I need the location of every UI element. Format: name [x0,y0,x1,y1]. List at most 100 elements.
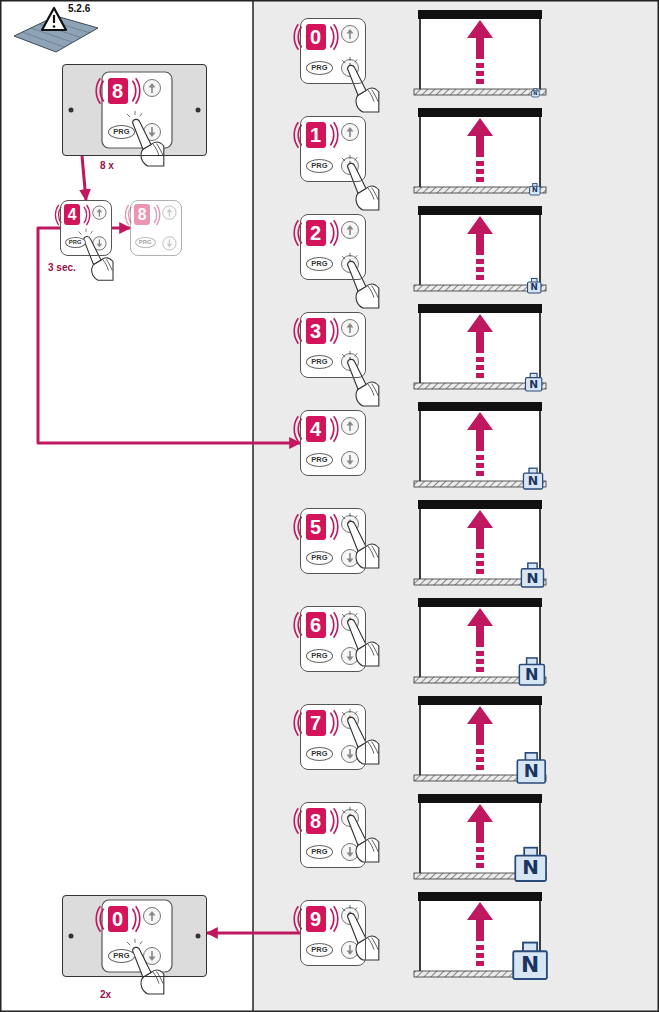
button-label: PRG [108,125,135,139]
display-digit: 3 [306,318,326,344]
door-icon [414,696,546,783]
button-label: PRG [306,649,333,663]
door-icon [414,794,546,881]
flow-arrow [82,156,86,200]
pressing-hand [342,513,379,568]
warning-manual-icon [14,8,98,52]
door-icon [414,892,547,979]
right-panel [253,0,659,1012]
keypad: 3PRG [300,312,366,378]
button-label: PRG [306,943,333,957]
force-unit: N [532,91,540,97]
keypad [293,802,366,868]
keypad [293,900,366,966]
keypad: 2PRG [300,214,366,280]
press-count: 8 x [100,160,114,171]
button-label: PRG [306,159,333,173]
keypad [125,200,182,256]
button-label: PRG [306,551,333,565]
press-count: 2x [100,989,111,1000]
weight-symbol [525,373,541,391]
control-unit [62,895,207,977]
force-unit: N [515,856,546,881]
display-digit: 5 [306,514,326,540]
pressing-hand [342,611,379,666]
control-unit: 0PRG [62,895,207,977]
force-unit: N [521,569,543,587]
keypad: 6PRG [300,606,366,672]
display-digit: 0 [108,906,128,932]
pressing-hand [127,111,164,166]
force-unit: N [517,760,545,783]
door-icon [414,206,546,293]
section-reference: 5.2.6 [68,3,90,14]
button-label: PRG [306,845,333,859]
weight-symbol [519,658,544,685]
display-digit: 8 [134,204,150,224]
force-unit: N [519,664,544,685]
button-label: PRG [306,257,333,271]
door-icon [414,402,546,489]
pressing-hand [127,939,164,994]
hold-time: 3 sec. [48,262,76,273]
keypad [293,508,366,574]
keypad [293,410,366,476]
pressing-hand [79,229,114,281]
force-unit: N [525,378,541,391]
button-label: PRG [135,237,156,248]
keypad: 9PRG [300,900,366,966]
flow-arrow [38,228,300,443]
keypad: 8PRG [130,200,182,256]
keypad [293,606,366,672]
force-unit: N [523,473,542,489]
pressing-hand [342,905,379,960]
door-icon [414,500,546,587]
force-unit: N [528,282,541,293]
weight-symbol [532,89,540,97]
weight-symbol [515,848,546,881]
display-digit: 4 [64,204,80,224]
weight-symbol [528,278,541,293]
display-digit: 8 [108,78,128,104]
display-digit: 9 [306,906,326,932]
display-digit: 7 [306,710,326,736]
door-icon [414,108,546,195]
force-unit: N [513,951,547,979]
button-label: PRG [306,453,333,467]
display-digit: 0 [306,24,326,50]
pressing-hand [342,155,379,210]
weight-symbol [530,184,541,195]
keypad: 5PRG [300,508,366,574]
keypad: 7PRG [300,704,366,770]
control-unit: 8PRG [62,64,207,156]
flow-arrow [207,932,300,935]
button-label: PRG [65,237,86,248]
keypad: 1PRG [300,116,366,182]
display-digit: 8 [306,808,326,834]
weight-symbol [523,468,542,489]
pressing-hand [342,807,379,862]
weight-symbol [517,753,545,783]
weight-symbol [513,943,547,979]
button-label: PRG [306,747,333,761]
pressing-hand [342,253,379,308]
keypad: 4PRG [60,200,112,256]
display-digit: 1 [306,122,326,148]
keypad [55,200,112,256]
keypad: 0PRG [300,18,366,84]
display-digit: 4 [306,416,326,442]
display-digit: 6 [306,612,326,638]
display-digit: 2 [306,220,326,246]
door-icon [414,304,546,391]
button-label: PRG [306,355,333,369]
door-icon [414,598,546,685]
keypad [293,704,366,770]
button-label: PRG [108,949,135,963]
weight-symbol [521,563,543,587]
button-label: PRG [306,61,333,75]
